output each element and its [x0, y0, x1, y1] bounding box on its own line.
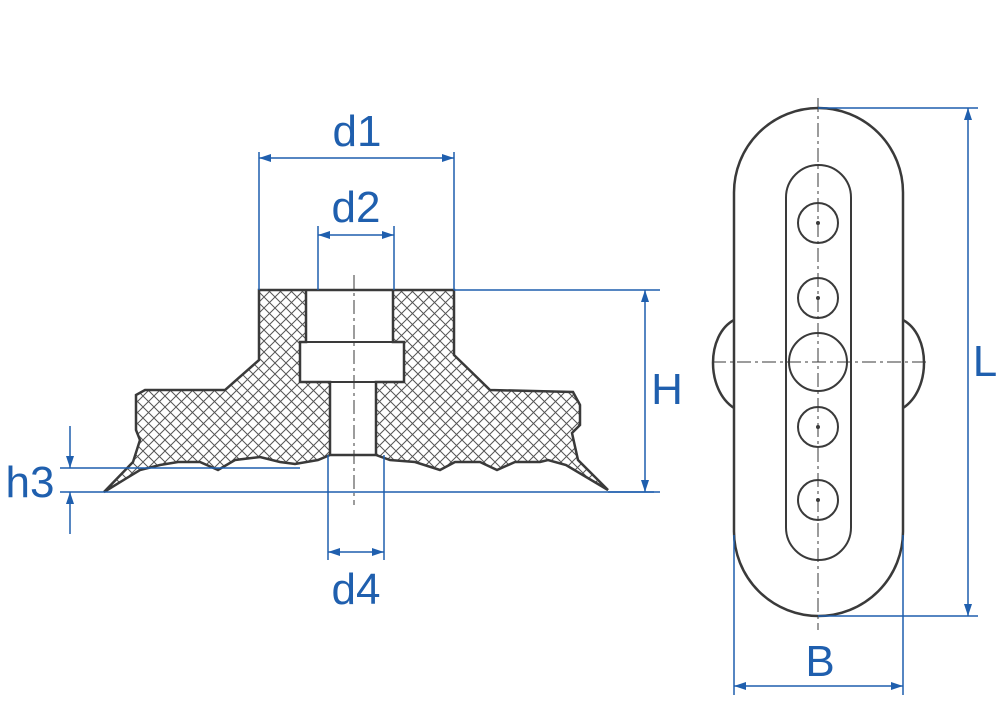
h3-label: h3 [6, 458, 55, 507]
d1-label: d1 [333, 107, 382, 156]
d2-label: d2 [332, 183, 381, 232]
section-view [103, 275, 609, 505]
d4-label: d4 [332, 565, 381, 614]
right-lug [902, 318, 926, 410]
B-label: B [805, 637, 834, 686]
H-label: H [651, 365, 683, 414]
left-lug [711, 318, 735, 410]
section-dimensions [60, 152, 660, 560]
section-hatched-body [103, 288, 609, 494]
L-label: L [973, 337, 997, 386]
top-view [711, 98, 926, 630]
bore-outline [299, 290, 405, 455]
top-view-dimensions [733, 107, 978, 695]
